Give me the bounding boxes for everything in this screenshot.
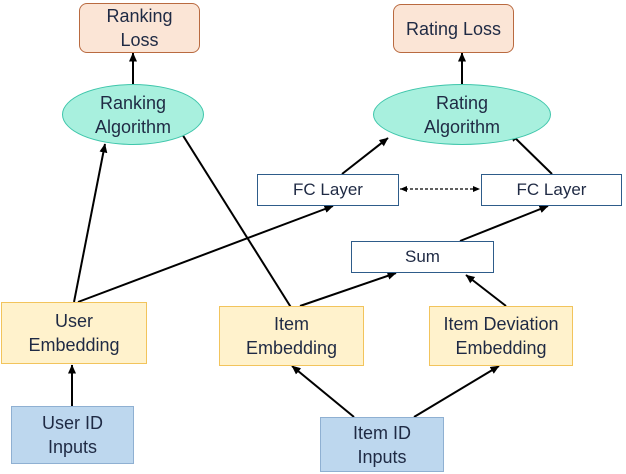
user-id-inputs-label: User ID Inputs (41, 413, 103, 457)
arrow-deviation-emb-to-sum (465, 274, 507, 307)
ranking-algorithm-label: Ranking Algorithm (94, 92, 172, 137)
arrow-item-input-to-item-emb (291, 365, 355, 418)
rating-loss-label: Rating Loss (405, 18, 502, 39)
ranking-loss-node: Ranking Loss (79, 3, 200, 53)
arrow-sum-to-fc-right (459, 205, 549, 242)
arrow-user-emb-to-fc-left (77, 205, 334, 303)
user-embedding-node: User Embedding (1, 302, 147, 364)
rating-algorithm-label: Rating Algorithm (423, 92, 501, 137)
arrow-item-emb-to-ranking-algo (176, 125, 293, 310)
arrow-fc-left-to-rating-algo (341, 137, 389, 175)
item-deviation-embedding-node: Item Deviation Embedding (429, 306, 573, 366)
sum-label: Sum (405, 247, 440, 266)
ranking-algorithm-node: Ranking Algorithm (62, 84, 204, 145)
rating-loss-node: Rating Loss (393, 4, 514, 53)
arrow-item-emb-to-sum (299, 271, 397, 307)
sum-node: Sum (351, 241, 494, 273)
fc-layer-left-node: FC Layer (257, 174, 399, 206)
arrow-user-emb-to-ranking-algo (73, 143, 108, 303)
rating-algorithm-node: Rating Algorithm (373, 84, 551, 145)
ranking-loss-label: Ranking Loss (106, 6, 173, 50)
arrow-item-input-to-deviation-emb (413, 365, 500, 418)
fc-layer-right-label: FC Layer (516, 180, 587, 199)
user-id-inputs-node: User ID Inputs (11, 406, 134, 464)
user-embedding-label: User Embedding (28, 311, 120, 355)
fc-layer-left-label: FC Layer (293, 180, 363, 199)
fc-layer-right-node: FC Layer (481, 174, 622, 206)
item-deviation-embedding-label: Item Deviation Embedding (443, 314, 559, 358)
item-embedding-label: Item Embedding (245, 314, 338, 358)
item-embedding-node: Item Embedding (219, 306, 364, 366)
item-id-inputs-node: Item ID Inputs (320, 417, 444, 472)
arrow-fc-right-to-rating-algo (509, 132, 553, 175)
item-id-inputs-label: Item ID Inputs (352, 422, 411, 467)
